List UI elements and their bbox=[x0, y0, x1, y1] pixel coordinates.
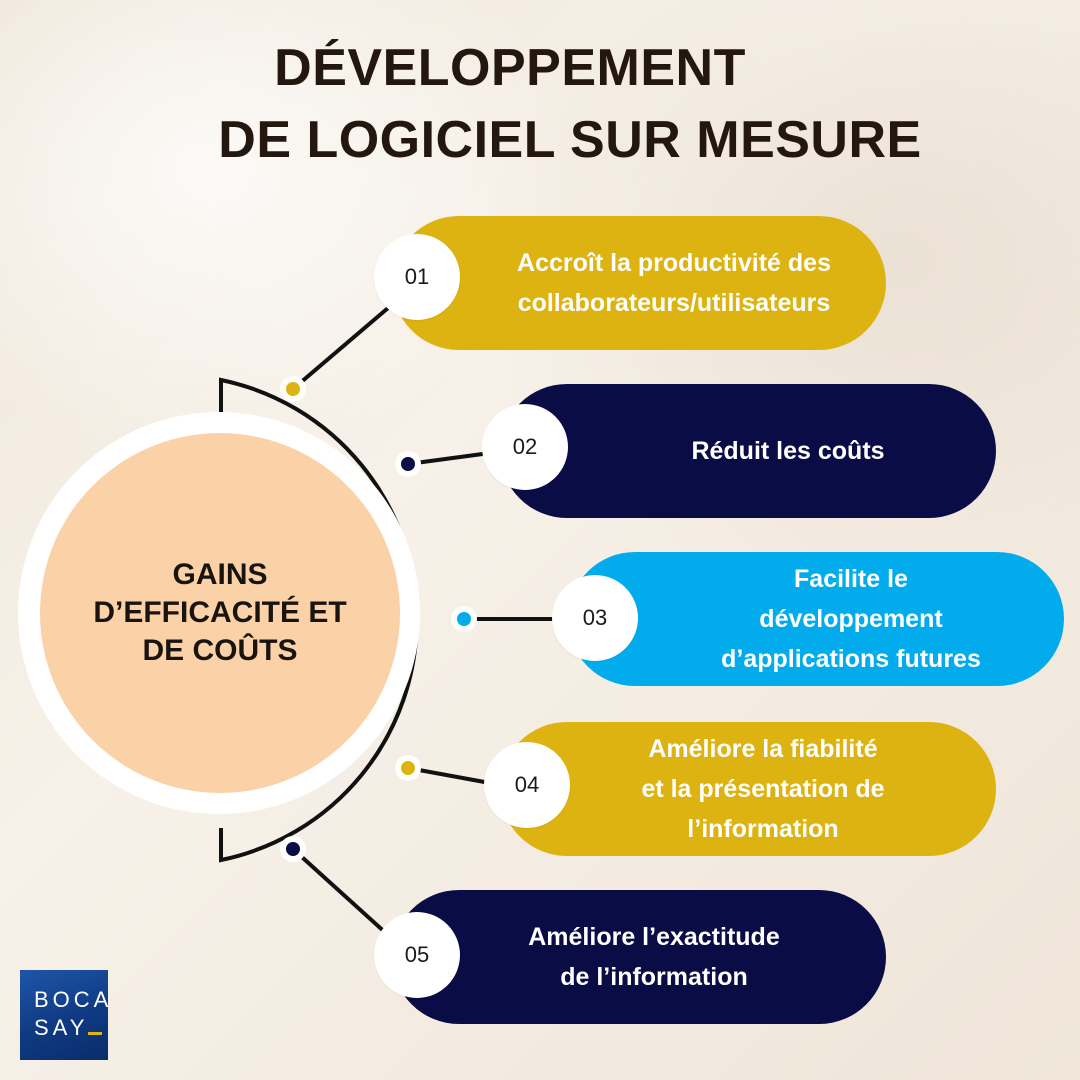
item-02-number-badge: 02 bbox=[482, 404, 568, 490]
center-label: GAINS D’EFFICACITÉ ET DE COÛTS bbox=[93, 558, 347, 667]
item-03-number: 03 bbox=[582, 605, 608, 630]
bocasay-logo: BOCA SAY bbox=[20, 970, 108, 1060]
item-02-pill: Réduit les coûts bbox=[500, 384, 996, 518]
logo-underscore-mark bbox=[88, 1032, 103, 1035]
item-05-number-badge: 05 bbox=[374, 912, 460, 998]
item-02-text: Réduit les coûts bbox=[691, 437, 885, 465]
item-04-text: Améliore la fiabilité et la présentation… bbox=[641, 735, 885, 843]
connector-line-02 bbox=[407, 451, 491, 466]
logo-text-line-2: SAY bbox=[34, 1015, 89, 1040]
item-02-number: 02 bbox=[512, 434, 538, 459]
item-05-pill: Améliore l’exactitude de l’information bbox=[392, 890, 886, 1024]
item-03-pill: Facilite le développement d’applications… bbox=[568, 552, 1064, 686]
page-title-line-1: DÉVELOPPEMENT bbox=[274, 39, 746, 97]
center-circle: GAINS D’EFFICACITÉ ET DE COÛTS bbox=[40, 433, 400, 793]
item-01-number-badge: 01 bbox=[374, 234, 460, 320]
item-04-pill: Améliore la fiabilité et la présentation… bbox=[500, 722, 996, 856]
item-05-number: 05 bbox=[404, 942, 430, 967]
item-05-text: Améliore l’exactitude de l’information bbox=[528, 923, 780, 991]
item-01-pill: Accroît la productivité des collaborateu… bbox=[392, 216, 886, 350]
connector-line-04 bbox=[407, 766, 491, 785]
logo-text-line-1: BOCA bbox=[34, 987, 113, 1012]
item-01-text: Accroît la productivité des collaborateu… bbox=[517, 249, 831, 317]
logo-line-2: SAY bbox=[34, 1014, 108, 1042]
item-03-text: Facilite le développement d’applications… bbox=[721, 565, 981, 673]
item-03-number-badge: 03 bbox=[552, 575, 638, 661]
item-04-number: 04 bbox=[514, 772, 540, 797]
connector-line-05 bbox=[291, 847, 390, 937]
connector-line-01 bbox=[291, 306, 390, 391]
page-title-line-2: DE LOGICIEL SUR MESURE bbox=[218, 111, 922, 169]
item-04-number-badge: 04 bbox=[484, 742, 570, 828]
item-01-number: 01 bbox=[404, 264, 430, 289]
